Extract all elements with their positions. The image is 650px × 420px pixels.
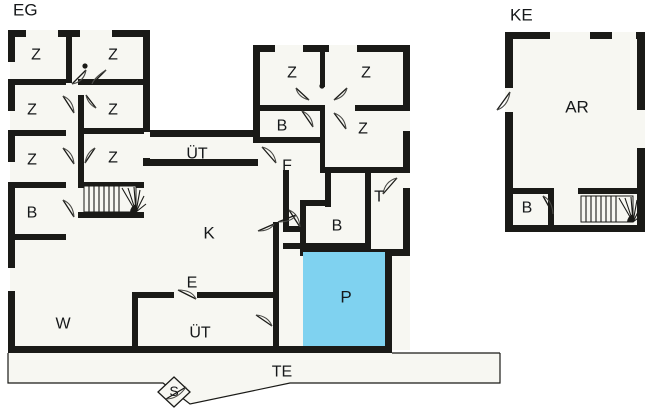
pool-area: P: [303, 252, 385, 346]
room-label-b1: B: [27, 205, 38, 222]
pool-water: [303, 252, 385, 346]
entrance-marker-s: S: [157, 376, 191, 408]
room-label-te1: TE: [272, 364, 292, 381]
room-label-b3: B: [332, 218, 343, 235]
room-label-ut2: ÜT: [189, 324, 211, 342]
room-label-z6: Z: [108, 150, 118, 167]
room-label-z3: Z: [27, 102, 37, 119]
room-label-ar1: AR: [565, 98, 589, 117]
stairs-ground: [83, 185, 147, 213]
room-label-z4: Z: [108, 102, 118, 119]
room-label-b4: B: [522, 200, 533, 217]
ground-interior-walls: [8, 30, 410, 346]
room-label-z9: Z: [358, 121, 368, 138]
room-label-f1: F: [282, 158, 292, 175]
room-label-z2: Z: [108, 47, 118, 64]
stairs-basement: [580, 195, 644, 223]
room-label-e1: E: [187, 275, 198, 292]
floor-label-eg: EG: [13, 1, 38, 20]
room-label-p: P: [340, 288, 351, 307]
basement-entry-door: [496, 91, 511, 111]
floor-label-ke: KE: [510, 6, 533, 25]
room-label-w1: W: [55, 316, 71, 333]
terrace-outline: [7, 352, 501, 405]
room-label-z7: Z: [287, 65, 297, 82]
entrance-label-s: S: [169, 383, 178, 399]
room-label-b2: B: [277, 118, 288, 135]
basement-interior-walls: [505, 188, 645, 226]
room-label-z1: Z: [31, 47, 41, 64]
ground-doors: [62, 63, 398, 327]
room-label-ut1: ÜT: [186, 145, 208, 163]
room-label-t1: T: [374, 189, 384, 206]
room-label-k1: K: [203, 224, 215, 243]
basement-block: AR B: [496, 32, 645, 232]
room-label-z8: Z: [361, 65, 371, 82]
ground-room-labels: Z Z Z Z Z Z B ÜT Z Z B Z F T B K E ÜT W …: [27, 47, 384, 381]
room-label-z5: Z: [27, 152, 37, 169]
